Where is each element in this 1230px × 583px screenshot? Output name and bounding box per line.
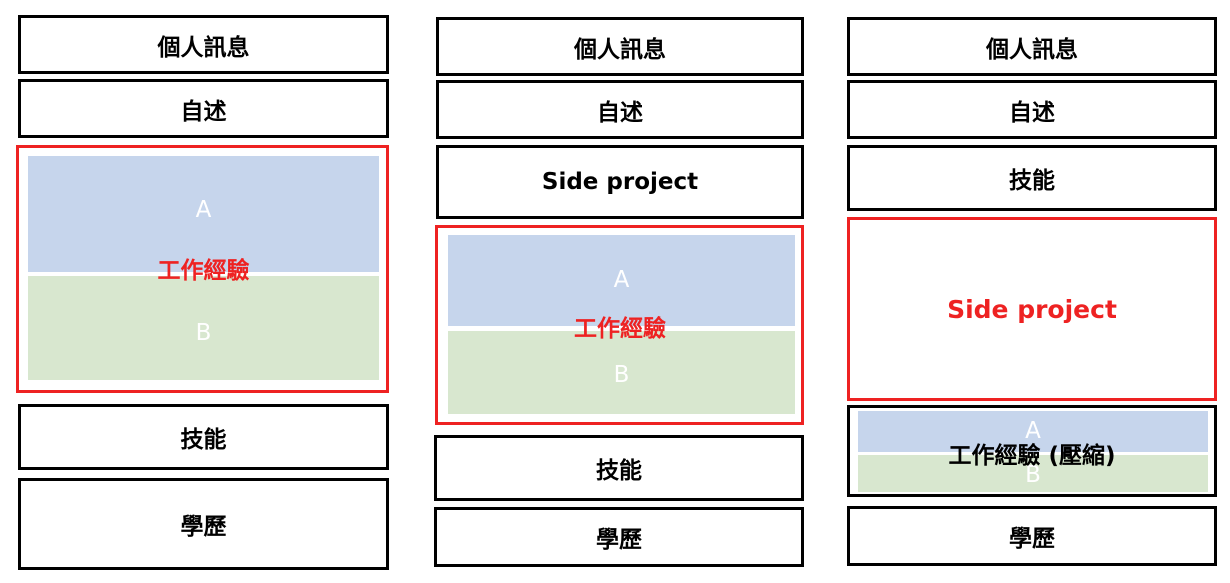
col3-side-project-box: Side project — [847, 217, 1217, 401]
col3-education-label: 學歷 — [1009, 526, 1055, 552]
col1-work-section-a-label: A — [195, 197, 212, 223]
col2-side-project-box: Side project — [436, 145, 804, 219]
col2-work-section-b-label: B — [613, 361, 630, 388]
col2-intro-box: 自述 — [436, 80, 804, 139]
col1-work-section-b-label: B — [195, 320, 212, 346]
col2-education-box: 學歷 — [434, 507, 804, 567]
col1-intro-box: 自述 — [18, 79, 389, 138]
col2-work-section-a: A — [448, 235, 795, 326]
col3-personal-info-label: 個人訊息 — [986, 36, 1078, 63]
col2-intro-label: 自述 — [597, 99, 643, 126]
col3-work-section-a: A — [858, 411, 1208, 452]
col3-skills-box: 技能 — [847, 145, 1217, 211]
col3-education-box: 學歷 — [847, 506, 1217, 566]
col3-personal-info-box: 個人訊息 — [847, 17, 1217, 76]
col2-side-project-label: Side project — [541, 169, 699, 195]
col1-skills-box: 技能 — [18, 404, 389, 470]
col2-work-section-b: B — [448, 331, 795, 414]
col1-education-label: 學歷 — [180, 514, 227, 540]
col3-intro-label: 自述 — [1009, 99, 1055, 126]
col2-personal-info-label: 個人訊息 — [574, 36, 666, 63]
col2-work-section-a-label: A — [613, 266, 630, 293]
col3-side-project-label: Side project — [947, 294, 1117, 324]
col1-intro-label: 自述 — [180, 98, 227, 125]
col1-personal-info-box: 個人訊息 — [18, 15, 389, 74]
col2-education-label: 學歷 — [596, 527, 642, 553]
col3-work-section-a-label: A — [1025, 417, 1041, 444]
col3-work-section-b-label: B — [1025, 461, 1041, 488]
col1-personal-info-label: 個人訊息 — [157, 34, 250, 61]
col2-skills-box: 技能 — [434, 435, 804, 501]
col2-personal-info-box: 個人訊息 — [436, 17, 804, 76]
col2-skills-label: 技能 — [596, 458, 642, 484]
col1-skills-label: 技能 — [180, 427, 227, 453]
col1-work-section-b: B — [28, 276, 379, 380]
col3-work-section-b: B — [858, 455, 1208, 492]
col1-education-box: 學歷 — [18, 478, 389, 570]
col3-skills-label: 技能 — [1009, 168, 1055, 194]
col3-intro-box: 自述 — [847, 80, 1217, 139]
col1-work-section-a: A — [28, 156, 379, 272]
